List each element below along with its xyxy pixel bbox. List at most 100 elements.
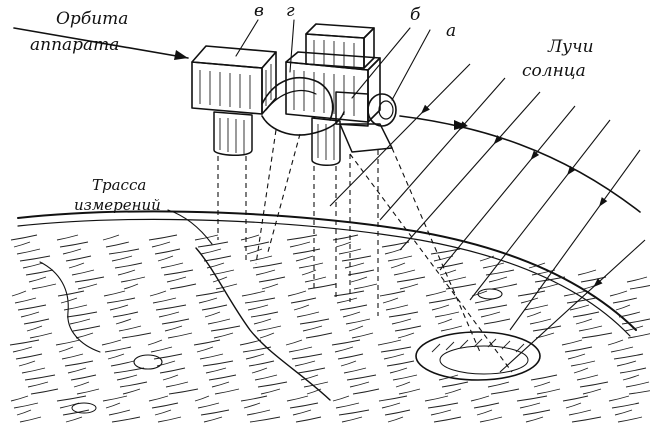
sun-ray: [399, 91, 541, 251]
hatch-stroke: [25, 269, 54, 276]
hatch-stroke: [618, 311, 641, 318]
hatch-stroke: [392, 374, 418, 381]
hatch-stroke: [28, 276, 47, 283]
sun-ray-arrow-icon: [599, 197, 608, 207]
hatch-stroke: [239, 339, 262, 346]
hatch-stroke: [193, 339, 221, 346]
hatch-stroke: [246, 409, 271, 416]
hatch-stroke: [151, 241, 171, 248]
hatch-stroke: [17, 304, 47, 311]
hatch-stroke: [29, 332, 53, 339]
hatch-stroke: [253, 318, 272, 325]
hatch-stroke: [525, 416, 544, 423]
hatch-stroke: [566, 297, 597, 304]
label-g: г: [286, 1, 295, 21]
hatch-stroke: [384, 248, 403, 255]
hatch-stroke: [477, 304, 508, 311]
hatch-stroke: [345, 318, 371, 325]
track-label-line2: измерений: [74, 196, 161, 214]
hatch-stroke: [289, 241, 311, 248]
hatch-stroke: [16, 248, 41, 255]
hatch-stroke: [441, 381, 469, 388]
hatch-stroke: [102, 395, 128, 402]
hatch-stroke: [338, 409, 370, 416]
hatch-stroke: [154, 248, 181, 255]
hatch-stroke: [306, 388, 322, 395]
hatch-stroke: [291, 353, 323, 360]
hatch-stroke: [261, 283, 279, 290]
hatch-stroke: [383, 353, 405, 360]
hatch-stroke: [290, 297, 317, 304]
hatch-stroke: [194, 395, 210, 402]
hatch-stroke: [522, 409, 551, 416]
hatch-stroke: [160, 262, 184, 269]
hatch-stroke: [332, 395, 350, 402]
hatch-stroke: [111, 255, 133, 262]
hatch-stroke: [113, 367, 145, 374]
hatch-stroke: [147, 339, 163, 346]
hatch-stroke: [519, 402, 541, 409]
hatch-stroke: [110, 360, 135, 367]
hatch-stroke: [581, 332, 613, 339]
hatch-stroke: [166, 276, 187, 283]
hatch-stroke: [256, 325, 282, 332]
hatch-stroke: [255, 269, 276, 276]
hatch-stroke: [123, 283, 139, 290]
hatch-stroke: [241, 290, 266, 297]
hatch-stroke: [162, 374, 179, 381]
hatch-stroke: [249, 255, 273, 262]
hatch-stroke: [627, 333, 650, 339]
hatch-stroke: [342, 311, 361, 318]
hatch-stroke: [350, 276, 368, 283]
hatch-stroke: [152, 297, 177, 304]
hatch-stroke: [105, 241, 130, 248]
crater-floor: [439, 345, 529, 375]
hatch-stroke: [576, 374, 599, 381]
hatch-stroke: [77, 283, 98, 290]
hatch-stroke: [384, 409, 411, 416]
sun-ray: [509, 149, 641, 331]
hatch-stroke: [12, 346, 33, 353]
hatch-stroke: [153, 353, 183, 360]
hatch-stroke: [164, 325, 183, 332]
hatch-stroke: [607, 339, 624, 346]
hatch-stroke: [565, 402, 582, 409]
hatch-stroke: [487, 381, 510, 388]
hatch-stroke: [195, 290, 225, 297]
hatch-stroke: [288, 346, 313, 353]
hatch-stroke: [13, 241, 31, 248]
hatch-stroke: [479, 416, 503, 423]
hatch-stroke: [625, 381, 650, 388]
hatch-stroke: [424, 395, 449, 402]
label-b: б: [410, 5, 421, 25]
hatch-stroke: [490, 388, 520, 395]
hatch-stroke: [11, 290, 27, 297]
hatch-stroke: [197, 402, 220, 409]
hatch-stroke: [389, 367, 408, 374]
hatch-stroke: [208, 374, 237, 381]
sun-ray-arrow-icon: [420, 104, 430, 114]
hatch-stroke: [305, 332, 333, 339]
hatch-stroke: [246, 248, 263, 255]
hatch-stroke: [569, 304, 590, 311]
track-leader: [167, 209, 213, 245]
hatch-stroke: [480, 311, 501, 318]
lens-barrel: [213, 111, 253, 156]
hatch-stroke: [442, 276, 467, 283]
hatch-stroke: [158, 311, 180, 318]
hatch-stroke: [390, 262, 406, 269]
orbit-arrow-icon: [174, 50, 188, 60]
hatch-stroke: [56, 234, 79, 241]
hatch-stroke: [346, 374, 377, 381]
hatch-stroke: [240, 234, 260, 241]
hatch-stroke: [444, 388, 462, 395]
hatch-stroke: [285, 339, 303, 346]
hatch-stroke: [157, 416, 182, 423]
hatch-stroke: [106, 297, 136, 304]
hatch-stroke: [119, 381, 148, 388]
ridge-line: [195, 247, 331, 401]
hatch-stroke: [71, 269, 95, 276]
hatch-stroke: [292, 248, 321, 255]
hatch-stroke: [75, 332, 94, 339]
hatch-stroke: [30, 388, 59, 395]
